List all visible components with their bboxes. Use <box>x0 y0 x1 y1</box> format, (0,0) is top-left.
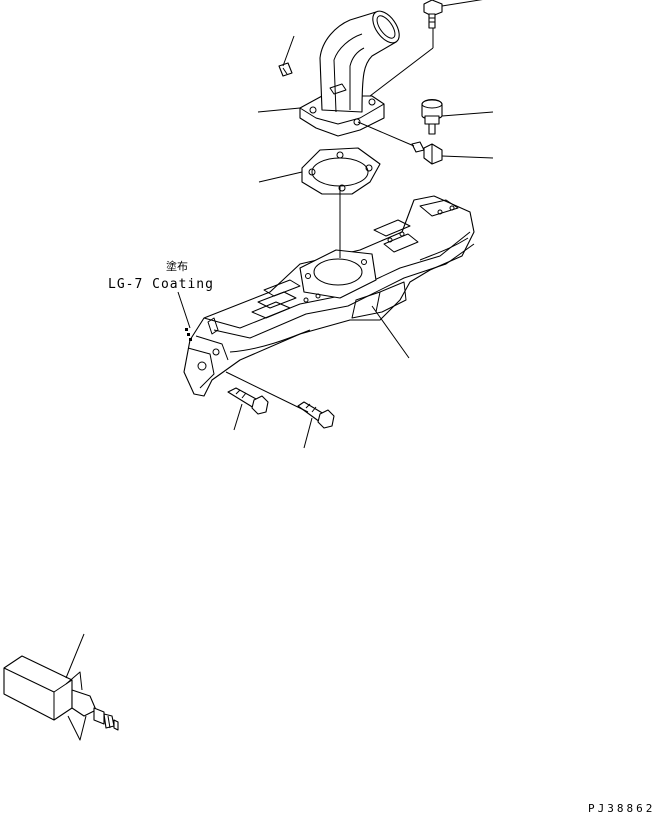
coating-note-en: LG-7 Coating <box>108 277 214 292</box>
tool-part <box>3 655 119 741</box>
bolt-lower-left-part <box>227 387 269 415</box>
exhaust-manifold-part <box>183 195 475 397</box>
bolt-lower-right-part <box>297 401 335 429</box>
drawing-code: PJ38862 <box>588 802 655 815</box>
bolt-top-part <box>423 0 443 29</box>
elbow-part <box>299 10 400 137</box>
sensor-part <box>421 98 443 135</box>
plug-part <box>278 62 293 77</box>
adaptor-part <box>411 141 443 165</box>
leader-lines <box>65 0 494 679</box>
coating-note-jp: 塗布 <box>166 259 188 273</box>
gasket-part <box>301 147 381 195</box>
coating-marker <box>185 328 192 341</box>
